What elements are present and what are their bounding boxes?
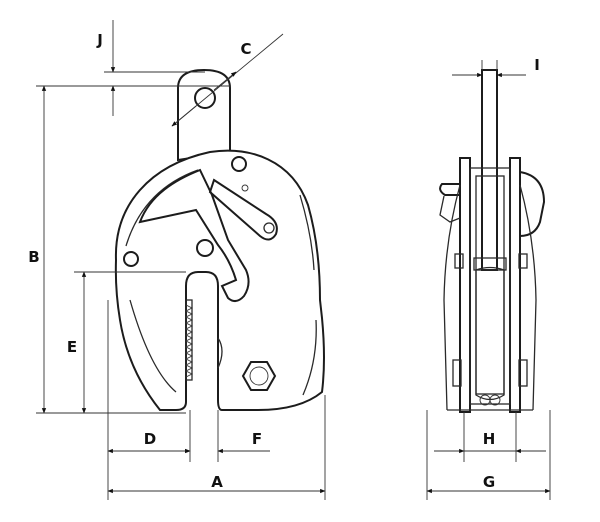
shackle-hole [194,87,216,109]
dimensions [36,20,551,500]
dimension-label-c: C [240,40,251,58]
dimension-label-b: B [28,248,39,266]
rivet [231,156,247,172]
front-view [114,68,325,411]
dimension-label-j: J [96,31,103,49]
lever [208,178,278,241]
shackle [177,68,231,162]
dimension-label-d: D [144,430,156,448]
dimension-label-a: A [211,473,223,491]
clamp-body [114,149,325,411]
rivet [123,251,139,267]
rivet [196,239,214,257]
dimension-label-i: I [534,56,540,74]
dimension-label-h: H [483,430,496,448]
jaw-pad [185,299,193,381]
side-view [439,69,546,413]
dimension-label-e: E [67,338,77,356]
cam [138,168,250,302]
dimension-label-f: F [252,430,262,448]
hex-bolt [241,361,277,391]
dimension-label-g: G [483,473,495,491]
rivet [241,184,249,192]
